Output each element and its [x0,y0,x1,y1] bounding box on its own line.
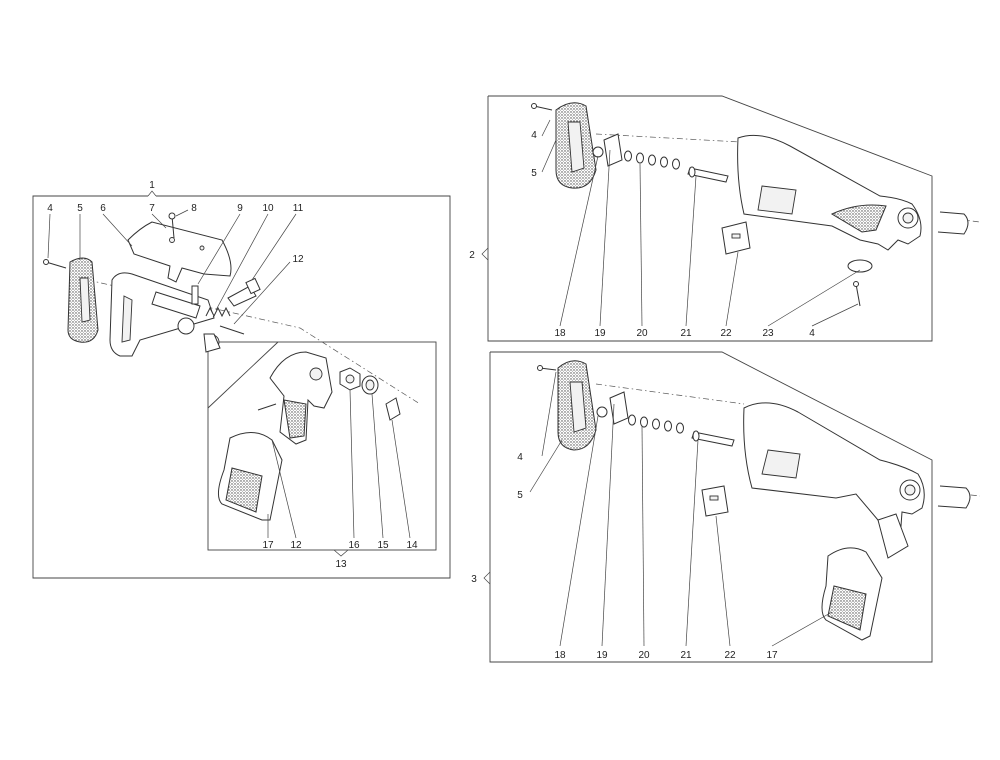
callout-17: 17 [262,540,274,551]
tube-end [937,211,969,235]
callout-3-20: 20 [638,650,650,661]
callout-2-20: 20 [636,328,648,339]
callout-12-lower: 12 [290,540,302,551]
callout-5: 5 [77,203,83,214]
pin-12-lower [257,403,277,411]
callout-12: 12 [292,254,304,265]
group-2-fixed-stock: 2 4 5 18 19 20 21 22 23 4 [469,95,981,342]
plate-22-3 [701,485,729,517]
pin-9 [191,285,199,305]
callout-14: 14 [406,540,418,551]
group-3-pistol-grip-stock: 3 4 5 18 19 20 21 22 17 [471,351,981,663]
callout-11: 11 [293,203,304,214]
callout-8: 8 [191,203,197,214]
callout-15: 15 [377,540,389,551]
pin-8 [171,215,175,239]
callout-group-3: 3 [471,574,477,585]
callout-10: 10 [262,203,274,214]
callout-group-1: 1 [149,180,155,191]
group-3-frame [489,351,933,663]
folding-stock-frame [109,272,215,357]
callout-2-18: 18 [554,328,566,339]
callout-3-17: 17 [766,650,778,661]
callout-6: 6 [100,203,106,214]
callout-3-18: 18 [554,650,566,661]
callout-3-5: 5 [517,490,523,501]
callout-2-21: 21 [680,328,692,339]
pistol-stock-body [743,402,925,545]
swivel-base-23 [847,259,873,273]
group-1-folding-stock: 1 4 5 6 7 8 9 10 11 12 17 12 16 15 14 13 [32,180,451,579]
clip-14 [385,397,401,421]
spring-10 [205,306,231,318]
tube-end-3 [937,485,971,509]
callout-3-4: 4 [517,452,523,463]
screw-4-top [533,105,553,111]
plate-19-3 [609,391,629,425]
group-1-frame [32,195,451,579]
group-2-frame [487,95,933,342]
callout-2-23: 23 [762,328,774,339]
washers-20 [624,150,680,170]
plate-19 [603,133,623,167]
callout-3-19: 19 [596,650,608,661]
callout-4: 4 [47,203,53,214]
callout-13: 13 [335,559,347,570]
screw-4 [45,261,67,269]
callout-group-2: 2 [469,250,475,261]
washers-20-3 [628,414,684,434]
callout-9: 9 [237,203,243,214]
pin-12 [219,325,245,335]
callout-2-4-bottom: 4 [809,328,815,339]
callout-7: 7 [149,203,155,214]
callout-3-22: 22 [724,650,736,661]
plunger-11 [227,285,257,307]
callout-2-5: 5 [531,168,537,179]
callout-16: 16 [348,540,360,551]
screw-4-bottom [855,283,861,307]
callout-2-22: 22 [720,328,732,339]
cheek-rest [127,221,232,283]
callout-3-21: 21 [680,650,692,661]
callout-2-4: 4 [531,130,537,141]
callout-2-19: 19 [594,328,606,339]
